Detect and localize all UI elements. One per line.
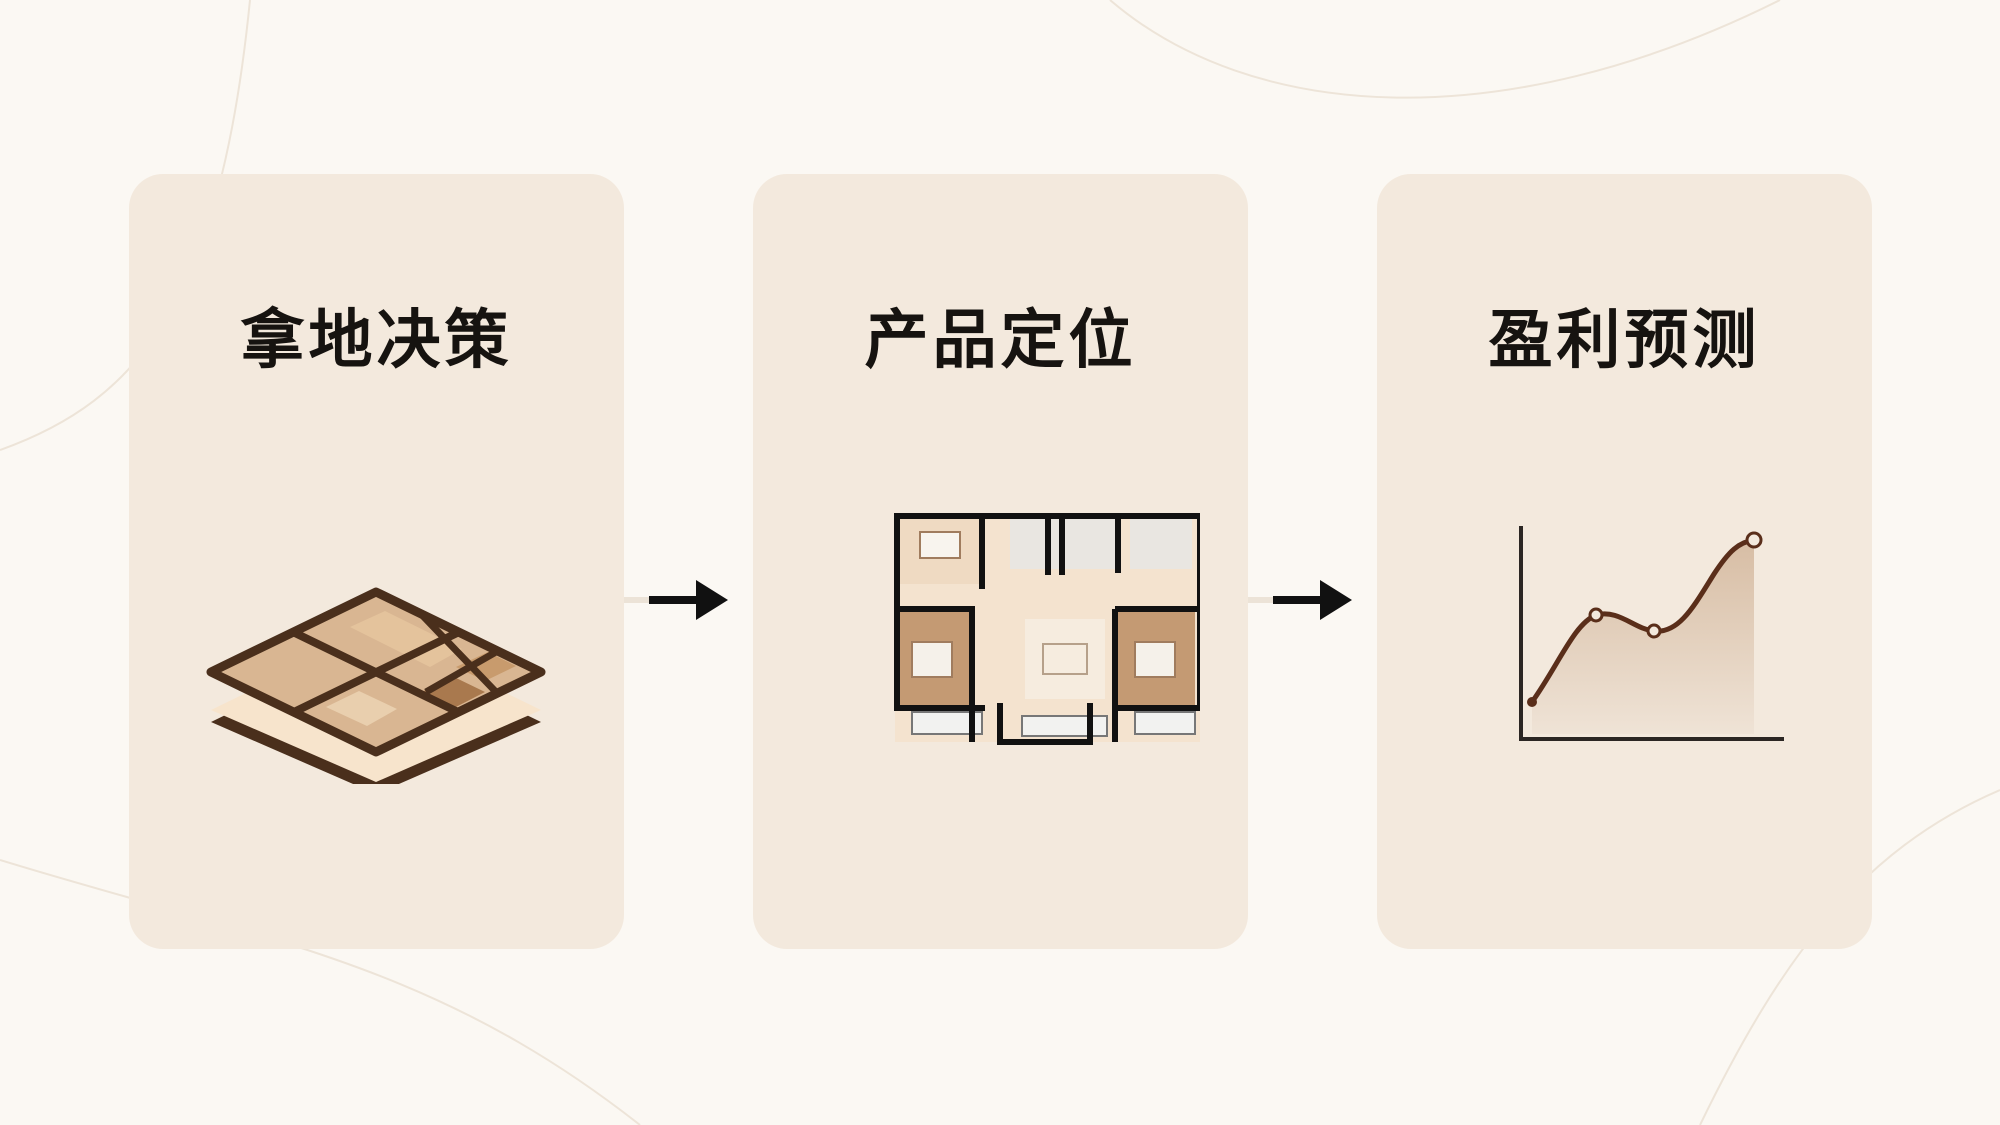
- step-card-profit-forecast: 盈利预测: [1377, 174, 1872, 949]
- step-card-land-decision: 拿地决策: [129, 174, 624, 949]
- floor-plan-icon: [894, 513, 1200, 745]
- step-card-product-positioning: 产品定位: [753, 174, 1248, 949]
- profit-chart-icon: [1519, 526, 1784, 741]
- step-title-product-positioning: 产品定位: [864, 304, 1137, 378]
- step-title-land-decision: 拿地决策: [240, 304, 513, 378]
- step-title-profit-forecast: 盈利预测: [1488, 304, 1761, 378]
- arrow-right-icon: [624, 580, 728, 620]
- arrow-right-icon: [1248, 580, 1352, 620]
- land-parcel-icon: [206, 587, 546, 784]
